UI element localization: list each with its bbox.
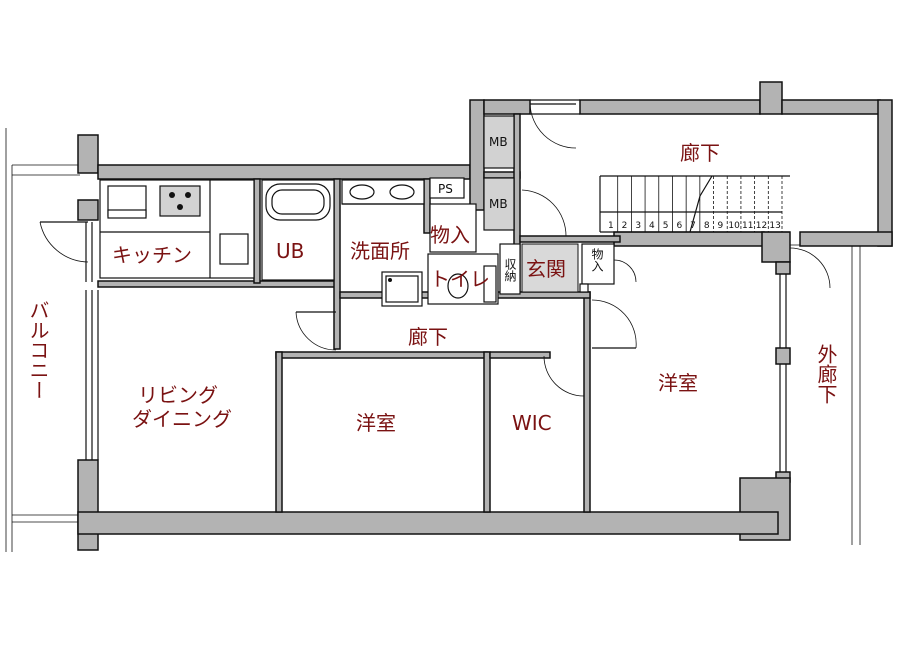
stair-step-label: 11 [742,221,753,231]
room-label-storage-vertical: 収納 [503,258,517,282]
room-label-hallway-inner: 廊下 [408,325,448,349]
washing-machine-icon [381,271,423,307]
stair-step-label: 12 [756,221,767,231]
room-label-storage-entrance: 物入 [590,248,604,272]
room-label-ub: UB [276,239,304,263]
stair-step-label: 10 [728,221,740,231]
room-label-toilet: トイレ [430,267,490,291]
bathtub-icon [261,179,335,281]
stair-step-label: 2 [622,221,628,231]
balcony-area [5,128,80,552]
utility-boxes [429,115,615,295]
room-label-balcony: バルコニー [26,300,50,400]
room-label-storage-upper: 物入 [430,223,470,247]
exterior-walls [77,81,893,551]
room-label-outer-corridor: 外廊下 [814,344,838,404]
stair-step-label: 8 [704,221,710,231]
stair-step-label: 5 [663,221,669,231]
stair-step-label: 6 [676,221,682,231]
stair-step-label: 7 [690,221,696,231]
toilet-icon [427,253,499,305]
stair-step-label: 9 [718,221,724,231]
room-label-entrance: 玄関 [526,257,566,281]
mb-label-bottom: MB [489,197,508,211]
stair-step-label: 1 [608,221,614,231]
wash-basin-icon [341,179,425,205]
room-label-kitchen: キッチン [112,243,192,267]
ps-label: PS [438,182,453,196]
room-label-western-room-right: 洋室 [658,371,698,395]
doors [39,103,831,397]
room-label-living-line1: リビング [138,383,218,407]
mb-label-top: MB [489,135,508,149]
room-label-living-line2: ダイニング [132,407,232,431]
stair-step-label: 4 [649,221,655,231]
stair-step-label: 3 [635,221,641,231]
kitchen-fixtures [99,179,255,279]
windows [85,99,787,472]
room-label-western-room-center: 洋室 [356,411,396,435]
room-label-wic: WIC [512,411,552,435]
stair-step-label: 13 [769,221,780,231]
entrance-floor [521,243,579,293]
room-label-washroom: 洗面所 [350,239,410,263]
room-label-hallway-top: 廊下 [680,141,720,165]
